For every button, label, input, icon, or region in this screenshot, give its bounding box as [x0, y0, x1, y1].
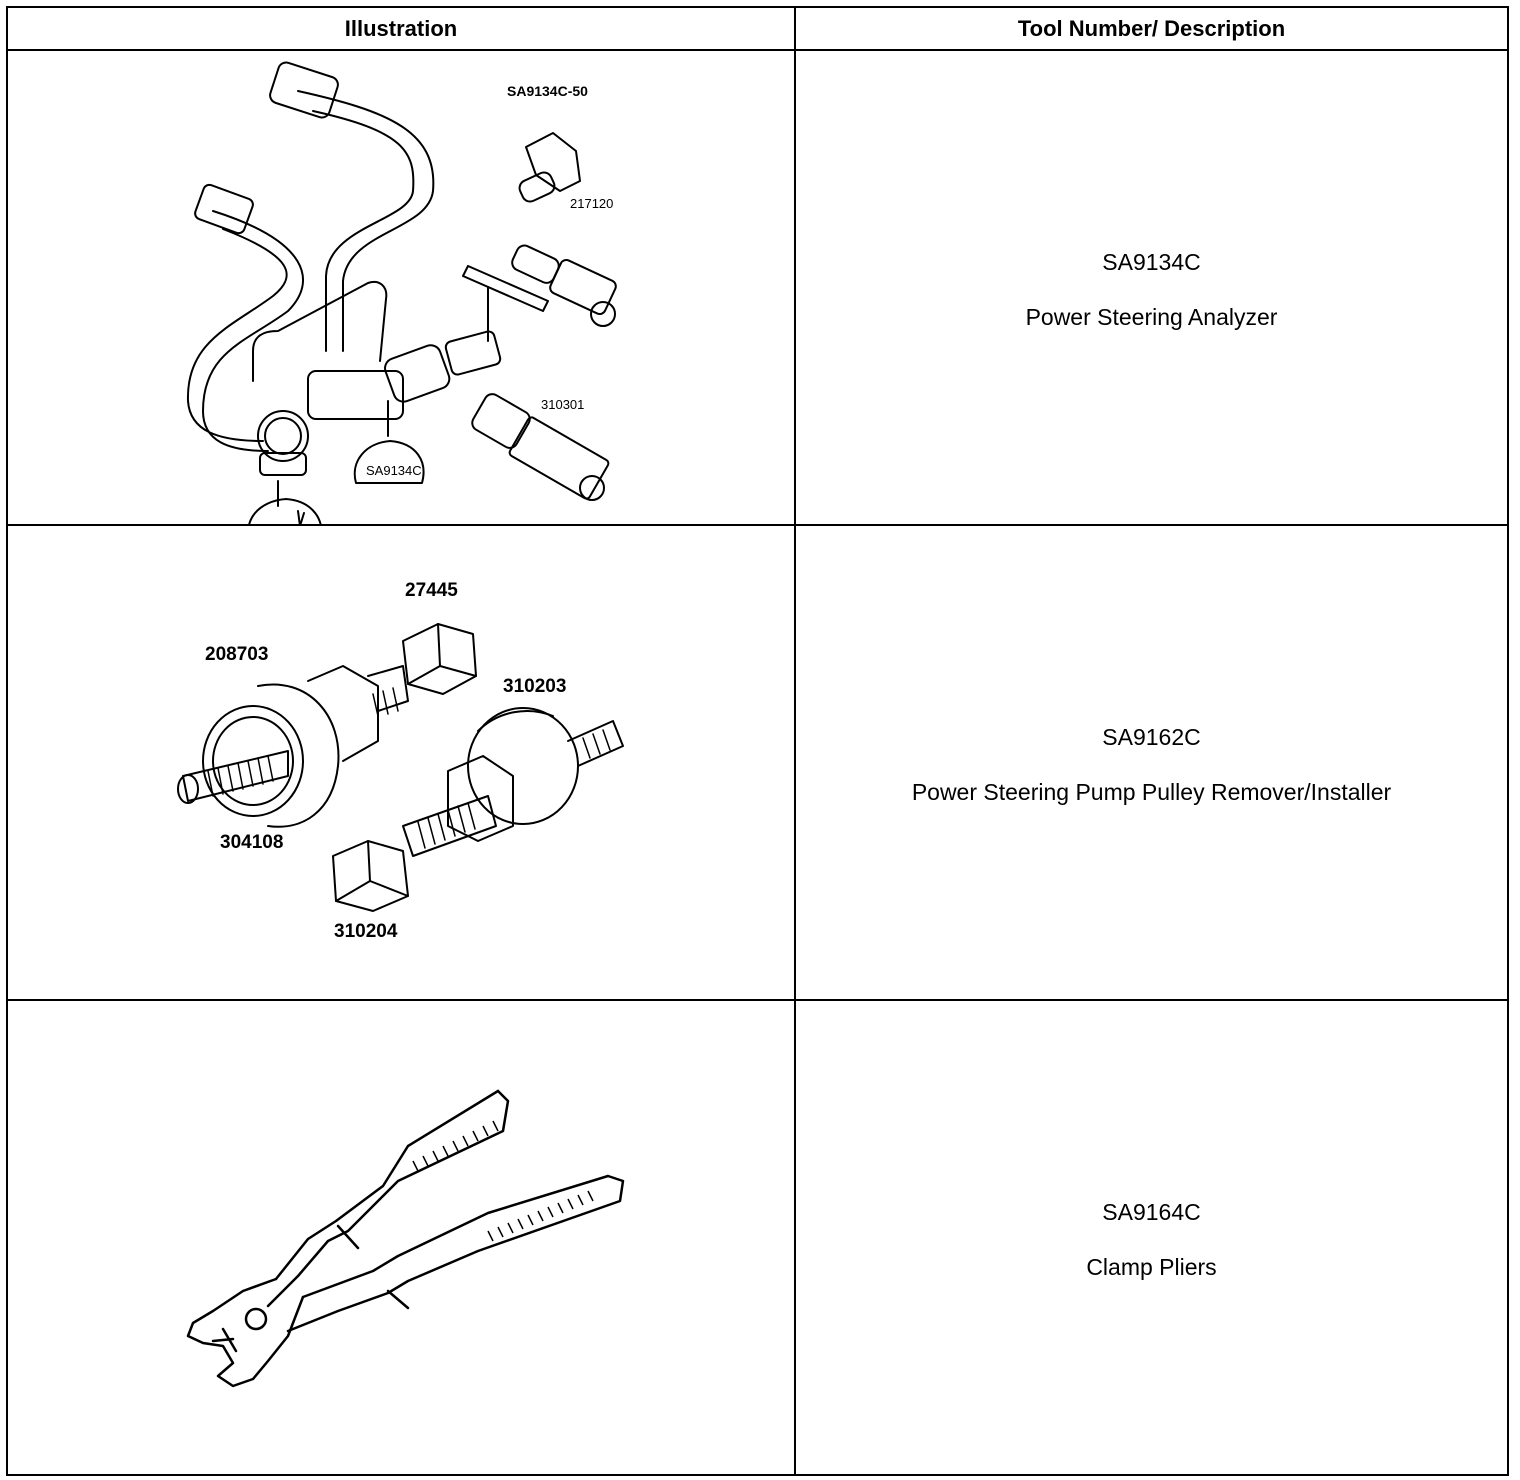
- tool-number: SA9134C: [1102, 249, 1201, 275]
- table-row: SA9164C Clamp Pliers: [6, 999, 1509, 1476]
- pulley-remover-installer-drawing: 27445 208703 310203 304108 310204: [177, 580, 624, 942]
- illustration-cell: SA9134C-50 217120 310301 SA9134C: [6, 49, 796, 526]
- label-217120: 217120: [570, 196, 613, 211]
- table-row: SA9134C-50 217120 310301 SA9134C SA9134C…: [6, 49, 1509, 526]
- illustration-cell: [6, 999, 796, 1476]
- label-sa9134c-50: SA9134C-50: [507, 83, 588, 99]
- label-27445: 27445: [405, 580, 458, 601]
- header-tool-number-description: Tool Number/ Description: [794, 6, 1509, 51]
- clamp-pliers-drawing: [186, 1089, 625, 1388]
- tool-description: Power Steering Pump Pulley Remover/Insta…: [911, 779, 1392, 805]
- special-tools-table: Illustration Tool Number/ Description: [6, 6, 1509, 1476]
- label-208703: 208703: [205, 644, 268, 665]
- table-row: 27445 208703 310203 304108 310204 SA9162…: [6, 524, 1509, 1001]
- tool-description-cell: SA9164C Clamp Pliers: [794, 999, 1509, 1476]
- header-illustration: Illustration: [6, 6, 796, 51]
- illustration-cell: 27445 208703 310203 304108 310204: [6, 524, 796, 1001]
- tool-number: SA9164C: [1102, 1199, 1201, 1225]
- power-steering-analyzer-drawing: SA9134C-50 217120 310301 SA9134C: [186, 61, 617, 524]
- header-row: Illustration Tool Number/ Description: [6, 6, 1509, 51]
- label-310301: 310301: [541, 397, 584, 412]
- tool-description-cell: SA9162C Power Steering Pump Pulley Remov…: [794, 524, 1509, 1001]
- tool-description: Power Steering Analyzer: [1025, 304, 1278, 330]
- label-310203: 310203: [503, 676, 566, 697]
- tool-description-cell: SA9134C Power Steering Analyzer: [794, 49, 1509, 526]
- label-304108: 304108: [220, 832, 283, 853]
- tool-description: Clamp Pliers: [1086, 1254, 1217, 1280]
- label-310204: 310204: [334, 921, 398, 942]
- tool-number: SA9162C: [1102, 724, 1201, 750]
- label-sa9134c: SA9134C: [366, 463, 422, 478]
